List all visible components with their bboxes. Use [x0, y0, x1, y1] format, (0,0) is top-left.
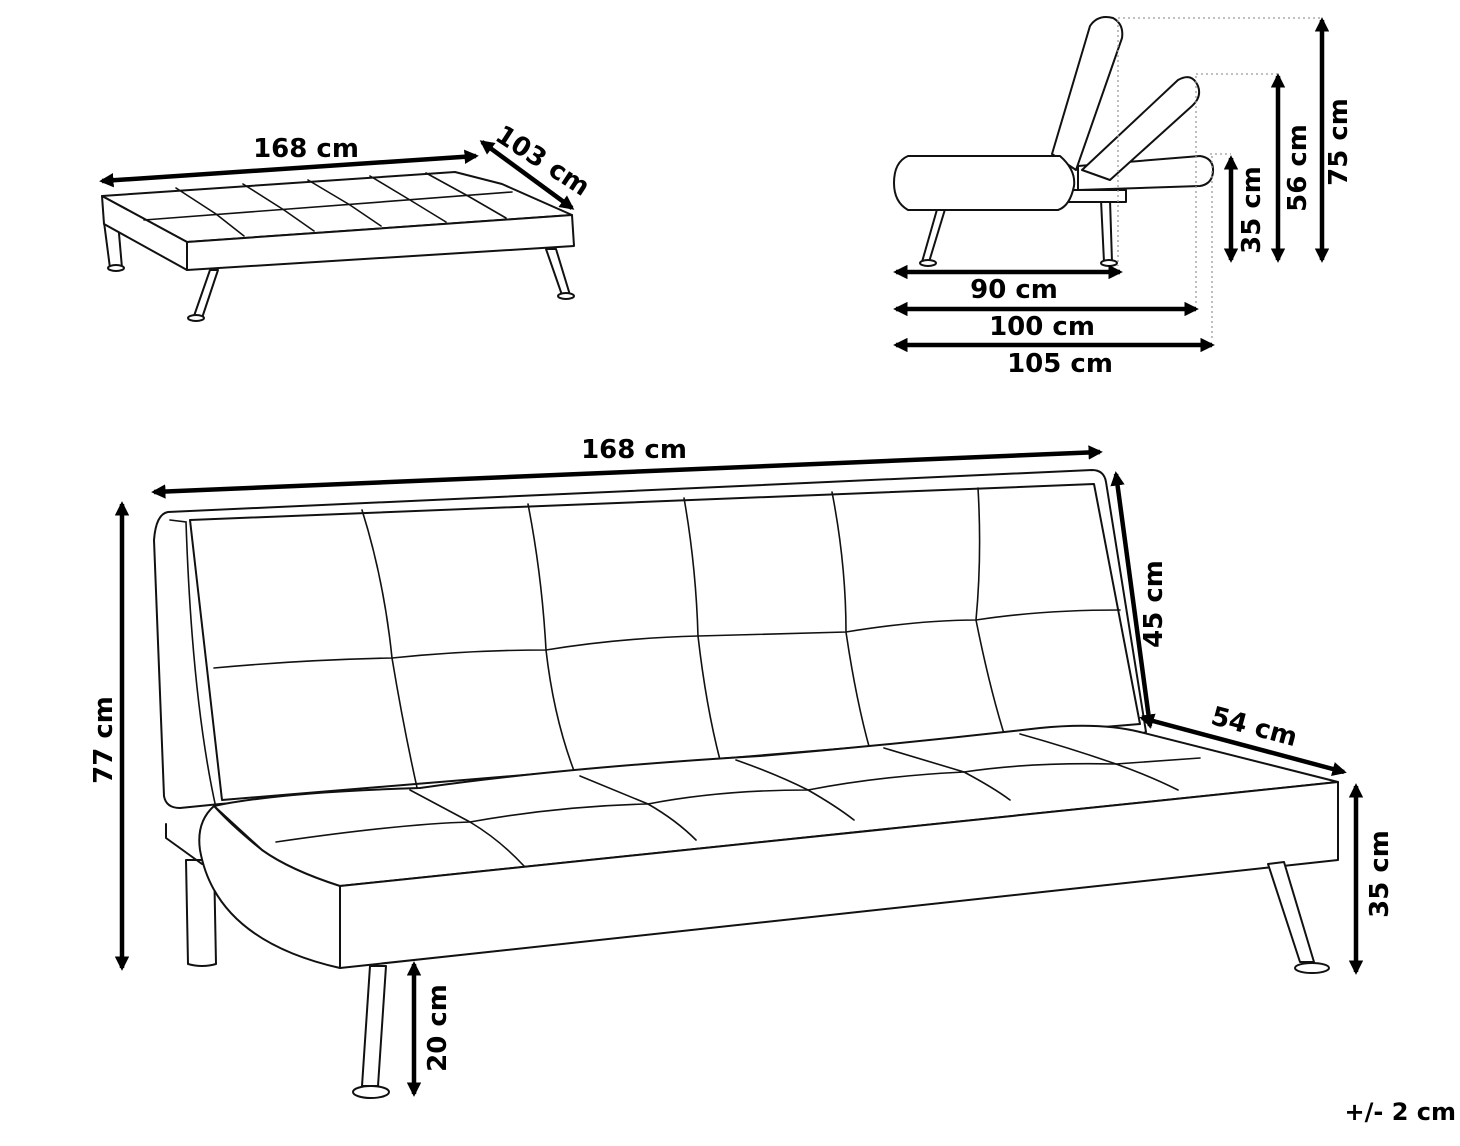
front-seat-depth-label: 54 cm: [1208, 701, 1301, 753]
side-height-75-label: 75 cm: [1324, 98, 1354, 186]
front-seat-depth-arrow: [1139, 714, 1347, 776]
front-back-height-label: 45 cm: [1139, 560, 1169, 648]
bed-width-dimension: 168 cm: [99, 134, 479, 188]
front-width-arrow: [151, 445, 1103, 499]
bed-view-illustration: [101, 171, 575, 322]
front-width-dimension: 168 cm: [151, 435, 1103, 499]
bed-depth-arrow: [479, 140, 575, 210]
side-depth-100-label: 100 cm: [989, 312, 1095, 342]
front-seat-height-label: 35 cm: [1365, 830, 1395, 918]
side-height-56-label: 56 cm: [1283, 124, 1313, 212]
front-view-illustration: [153, 469, 1339, 1099]
side-depth-105-label: 105 cm: [1007, 349, 1113, 379]
front-seat-height-dimension: 35 cm: [1348, 783, 1395, 975]
side-height-dimensions: 35 cm 56 cm 75 cm: [1223, 17, 1354, 263]
tolerance-note: +/- 2 cm: [1345, 1098, 1456, 1126]
front-total-height-dimension: 77 cm: [89, 501, 130, 971]
front-back-height-dimension: 45 cm: [1110, 471, 1169, 729]
side-depth-90-label: 90 cm: [970, 275, 1058, 305]
side-view-guides: [1117, 17, 1322, 340]
front-back-height-arrow: [1110, 471, 1156, 729]
bed-width-label: 168 cm: [253, 134, 359, 164]
front-width-label: 168 cm: [581, 435, 687, 465]
side-height-35-label: 35 cm: [1237, 166, 1267, 254]
bed-width-arrow: [99, 149, 479, 188]
side-depth-dimensions: 90 cm 100 cm 105 cm: [893, 264, 1215, 379]
front-leg-height-label: 20 cm: [423, 984, 453, 1072]
front-leg-height-dimension: 20 cm: [406, 961, 453, 1097]
side-view-illustration: [893, 16, 1215, 267]
front-total-height-label: 77 cm: [89, 696, 119, 784]
